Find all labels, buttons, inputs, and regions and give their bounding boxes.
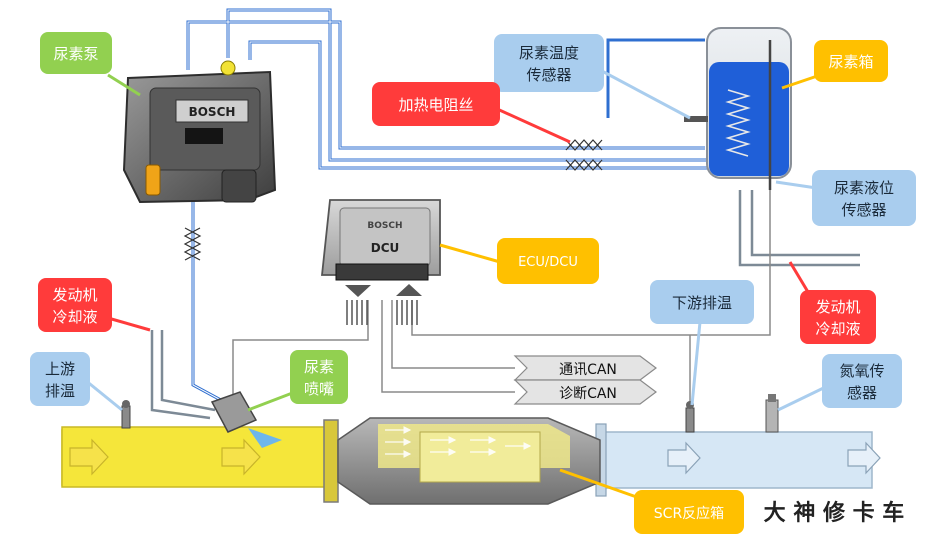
label-urea-tank: 尿素箱 [814, 40, 888, 82]
heater-coil [183, 227, 202, 261]
heater-coils [183, 139, 603, 261]
svg-text:冷却液: 冷却液 [815, 320, 860, 338]
svg-text:氮氧传: 氮氧传 [839, 362, 884, 380]
urea-tank [684, 27, 792, 190]
sensors [121, 391, 779, 448]
urea-line-temp [606, 38, 705, 118]
svg-text:传感器: 传感器 [841, 201, 886, 219]
urea-pump-label-plate [175, 99, 249, 123]
signal-wires [232, 190, 771, 405]
can-arrow-up [396, 284, 422, 296]
urea-pump: BOSCH [122, 60, 277, 204]
urea-pump-screen [185, 128, 223, 144]
heater-coil [565, 139, 603, 151]
urea-line-nozzle [191, 195, 231, 407]
urea-pump-brand: BOSCH [189, 105, 236, 119]
svg-text:排温: 排温 [45, 382, 75, 400]
flow-arrow [667, 441, 701, 475]
svg-text:ECU/DCU: ECU/DCU [518, 255, 578, 270]
urea-line-highlights [187, 9, 716, 406]
label-urea-temp-sensor: 尿素温度 传感器 [494, 34, 604, 92]
can-arrow-down [345, 285, 371, 297]
svg-text:发动机: 发动机 [815, 298, 860, 316]
flow-arrow [69, 438, 109, 476]
coolant-line-left [150, 330, 211, 420]
dcu-panel [339, 207, 431, 267]
downstream-temp-sensor [685, 401, 695, 433]
exhaust-pipe-downstream [599, 431, 873, 489]
flow-arrow [221, 438, 261, 476]
svg-text:尿素泵: 尿素泵 [53, 45, 98, 63]
svg-text:上游: 上游 [45, 360, 75, 378]
flow-arrows-out [667, 441, 881, 475]
svg-text:尿素温度: 尿素温度 [519, 44, 579, 62]
urea-temp-probe [684, 116, 708, 122]
label-upstream-temp: 上游 排温 [30, 352, 90, 406]
heater-coil [565, 159, 603, 171]
coolant-lines [150, 190, 860, 420]
dcu-unit: BOSCH DCU [320, 199, 441, 281]
label-scr-box: SCR反应箱 [634, 490, 744, 534]
svg-text:冷却液: 冷却液 [52, 308, 97, 326]
dcu-name: DCU [371, 241, 400, 255]
label-engine-coolant-left: 发动机 冷却液 [38, 278, 112, 332]
svg-text:尿素: 尿素 [304, 358, 334, 376]
coolant-line-left-2 [160, 330, 216, 412]
urea-tank-coil [725, 89, 751, 157]
urea-pump-port [145, 164, 161, 196]
svg-text:下游排温: 下游排温 [672, 294, 732, 312]
svg-text:尿素箱: 尿素箱 [828, 53, 873, 71]
label-urea-level-sensor: 尿素液位 传感器 [812, 170, 916, 226]
svg-text:发动机: 发动机 [52, 286, 97, 304]
label-heating-wire: 加热电阻丝 [372, 82, 500, 126]
urea-tank-liquid [709, 62, 789, 176]
nox-sensor [765, 394, 779, 433]
svg-text:通讯CAN: 通讯CAN [559, 362, 617, 378]
label-comm-can: 通讯CAN [513, 355, 657, 381]
upstream-temp-sensor [121, 400, 131, 429]
svg-text:感器: 感器 [847, 384, 877, 402]
label-urea-pump: 尿素泵 [40, 32, 112, 74]
coolant-line-right-2 [750, 190, 860, 257]
flow-arrow [847, 441, 881, 475]
watermark: 大 神 修 卡 车 [764, 500, 905, 526]
svg-text:SCR反应箱: SCR反应箱 [654, 505, 724, 522]
svg-text:加热电阻丝: 加热电阻丝 [398, 96, 473, 114]
label-ecu-dcu: ECU/DCU [497, 238, 599, 284]
urea-pump-motor [221, 169, 257, 203]
svg-text:诊断CAN: 诊断CAN [559, 386, 617, 402]
catalyst-flow-arrows [385, 426, 532, 458]
label-nox-sensor: 氮氧传 感器 [822, 354, 902, 408]
svg-text:尿素液位: 尿素液位 [834, 179, 894, 197]
urea-pump-cap [220, 60, 236, 76]
exhaust-pipe [61, 417, 881, 505]
urea-nozzle [210, 391, 282, 448]
label-diag-can: 诊断CAN [513, 379, 657, 405]
label-downstream-temp: 下游排温 [650, 280, 754, 324]
svg-text:传感器: 传感器 [526, 66, 571, 84]
exhaust-flange [323, 419, 339, 503]
label-urea-nozzle: 尿素 喷嘴 [290, 350, 348, 404]
coolant-line-right [738, 190, 860, 267]
svg-text:喷嘴: 喷嘴 [304, 380, 334, 398]
flow-arrows [69, 438, 261, 476]
dcu-brand: BOSCH [367, 221, 402, 231]
label-engine-coolant-right: 发动机 冷却液 [800, 290, 876, 344]
dcu-connector [335, 263, 429, 281]
can-stubs [346, 300, 418, 325]
urea-lines [186, 8, 716, 407]
